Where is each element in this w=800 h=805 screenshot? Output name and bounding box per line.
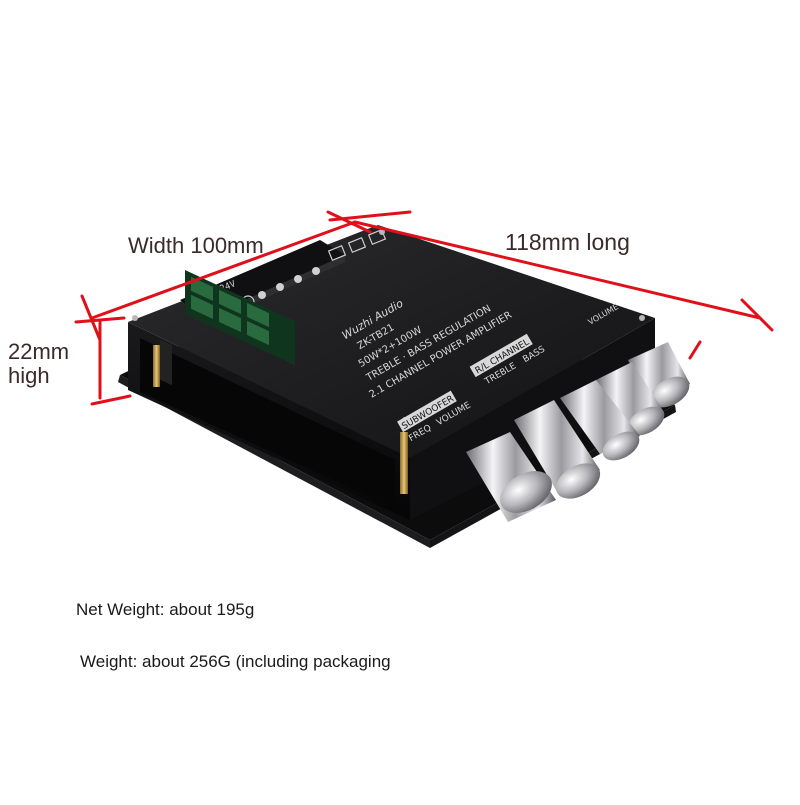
gross-weight-caption: Weight: about 256G (including packaging: [80, 652, 391, 671]
knob-3: [560, 380, 640, 461]
height-label: 22mm high: [8, 339, 70, 389]
standoff-left: [153, 345, 160, 387]
width-label: Width 100mm: [128, 233, 264, 258]
net-weight-caption: Net Weight: about 195g: [76, 600, 255, 619]
pcb-module: [185, 270, 295, 366]
dimension-lines: [74, 210, 774, 406]
knob-2: [514, 400, 601, 499]
knob-1: [466, 432, 556, 522]
height-label-line1: 22mm: [8, 339, 70, 364]
length-dimension-line: [353, 220, 762, 320]
terminal-block: [258, 267, 320, 299]
knob-4: [596, 362, 665, 436]
length-label: 118mm long: [505, 229, 630, 255]
standoff-right: [400, 432, 408, 494]
height-label-line2: high: [8, 363, 50, 389]
width-dimension-line: [90, 220, 357, 320]
